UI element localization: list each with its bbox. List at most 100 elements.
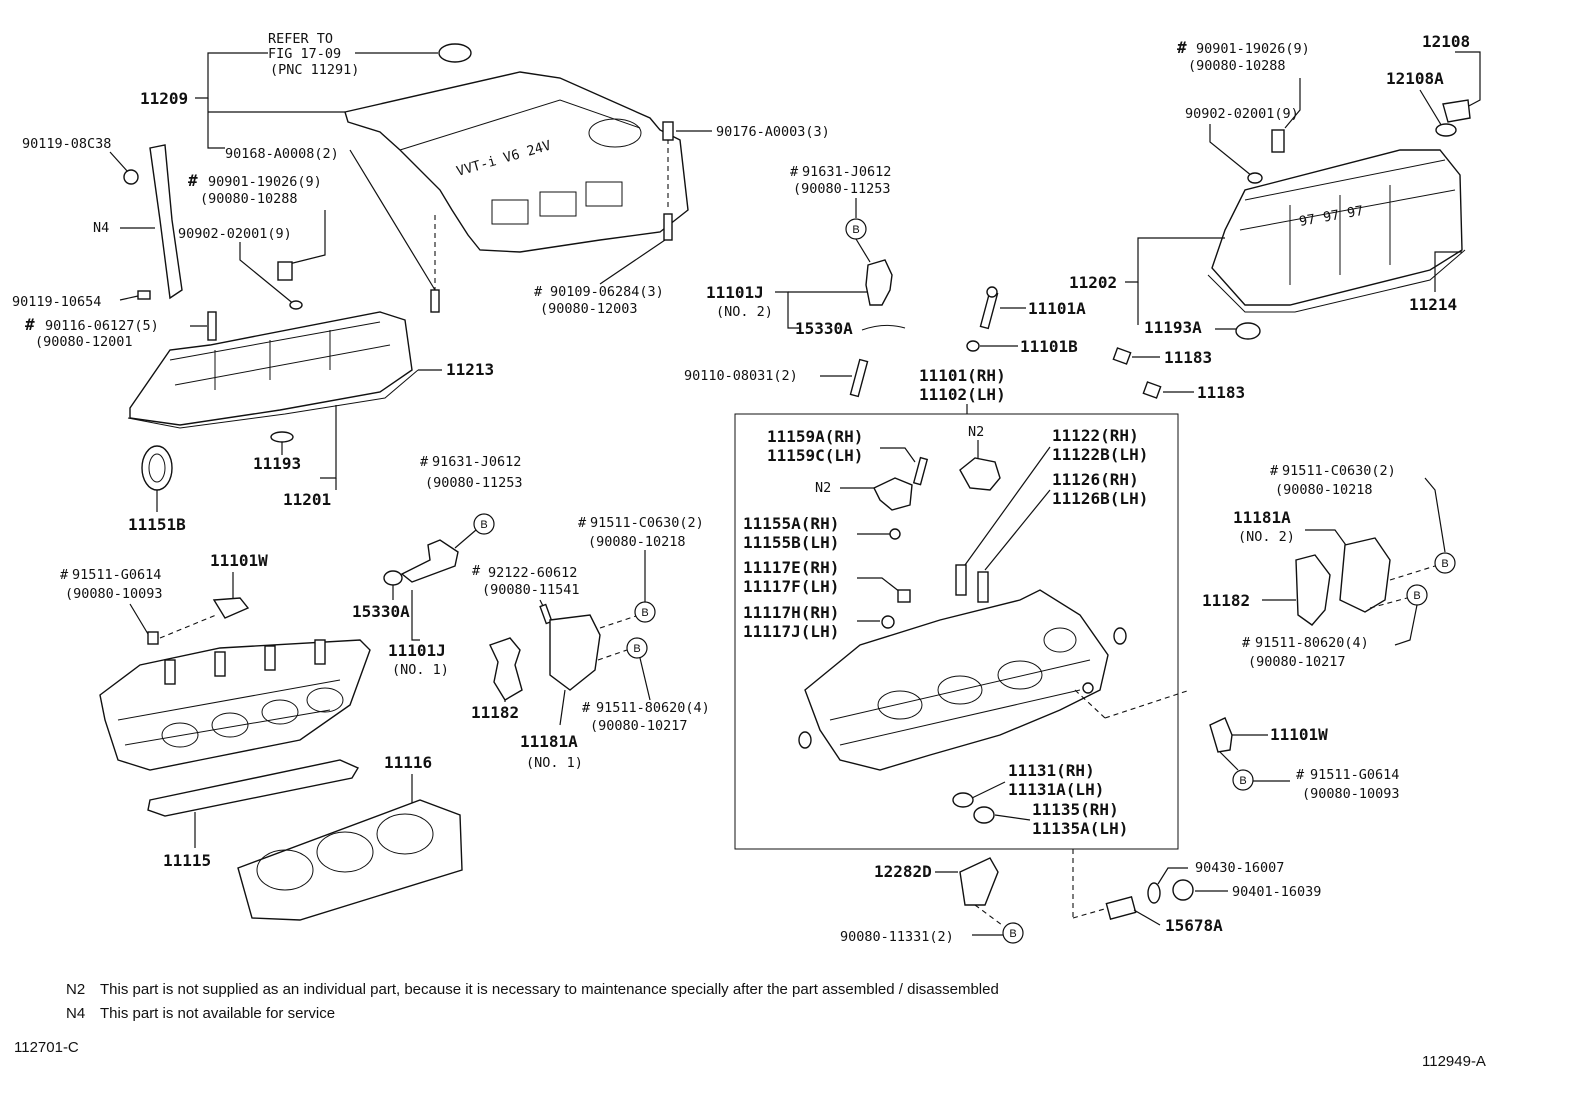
engine-cover-drawing (344, 71, 689, 253)
cover-stud-drawing (663, 213, 673, 241)
part-11181a2-no-label: (NO. 2) (1238, 529, 1295, 545)
part-11183b-label: 11183 (1197, 383, 1245, 402)
part-90080m-label: (90080-10093 (1302, 786, 1400, 802)
part-91511c1-hash: # (578, 515, 587, 531)
part-92122-hash: # (472, 563, 481, 579)
svg-text:B: B (633, 643, 640, 655)
part-11101rh-label: 11101(RH) (919, 366, 1006, 385)
part-11213-label: 11213 (446, 360, 494, 379)
bolt-15678a-drawing (1105, 896, 1137, 920)
right-bracket-group: # 91511-C0630(2) (90080-10218 B 11181A (… (1202, 463, 1456, 802)
cam-bolts-group: 11101A 11101B 11101(RH) 11102(LH) (919, 286, 1086, 404)
plug-11117e-drawing (897, 589, 911, 603)
callout-b-bracket1b: B (626, 637, 648, 659)
bracket-11181a1-drawing (549, 614, 601, 691)
part-91631a-hash: # (790, 164, 799, 180)
part-90901b-label: 90901-19026(9) (1196, 41, 1310, 57)
part-90080a-label: (90080-10288 (200, 191, 298, 207)
part-90080c-label: (90080-12003 (540, 301, 638, 317)
part-11122b-label: 11122B(LH) (1052, 445, 1148, 464)
right-cylinder-head-drawing (804, 589, 1109, 771)
n2-label-mid: N2 (815, 480, 831, 496)
bottom-parts-group: 12282D 90080-11331(2) B 15678A 90430-160… (840, 857, 1321, 945)
part-91511c2-label: 91511-C0630(2) (1282, 463, 1396, 479)
note-n2-code: N2 (66, 981, 85, 998)
cam-sensor-11101w2-drawing (1209, 717, 1233, 753)
right-valve-cover-drawing (1211, 149, 1463, 306)
cylinder-head-box-group: 11159A(RH) 11159C(LH) N2 N2 11155A(RH) 1… (734, 404, 1191, 919)
gasket-11193-drawing (270, 431, 294, 443)
pcv-valve-drawing-left (277, 261, 293, 281)
part-90116-label: 90116-06127(5) (45, 318, 159, 334)
part-11117e-label: 11117E(RH) (743, 558, 839, 577)
center-bracket-group: # 92122-60612 (90080-11541 11182 11181A … (471, 515, 710, 771)
part-15678a-label: 15678A (1165, 916, 1223, 935)
bolt-11101a-drawing (979, 290, 999, 330)
part-11117h-label: 11117H(RH) (743, 603, 839, 622)
part-11101j1-no-label: (NO. 1) (392, 662, 449, 678)
part-90168-label: 90168-A0008(2) (225, 146, 339, 162)
pcv-valve-drawing-right (1271, 129, 1285, 153)
part-11193a-label: 11193A (1144, 318, 1202, 337)
bracket-11182b-drawing (1295, 554, 1331, 626)
callout-b-ocv2: B (845, 218, 867, 240)
part-90080h-label: (90080-11541 (482, 582, 580, 598)
note-n2-text: This part is not supplied as an individu… (100, 981, 999, 998)
guide-11122-drawing (955, 564, 967, 596)
oil-filler-cap-drawing (1442, 99, 1471, 123)
part-15330a2-label: 15330A (795, 319, 853, 338)
part-90119a-label: 90119-08C38 (22, 136, 111, 152)
note-n4-text: This part is not available for service (100, 1005, 335, 1022)
part-11126b-label: 11126B(LH) (1052, 489, 1148, 508)
part-90401-label: 90401-16039 (1232, 884, 1321, 900)
n2-label-top: N2 (968, 424, 984, 440)
washer-11101b-drawing (966, 340, 980, 352)
part-90902a-label: 90902-02001(9) (178, 226, 292, 242)
part-90110-label: 90110-08031(2) (684, 368, 798, 384)
part-11202-label: 11202 (1069, 273, 1117, 292)
gasket-11115-drawing (147, 759, 360, 817)
part-11101j2-label: 11101J (706, 283, 764, 302)
part-91631b-hash: # (420, 454, 429, 470)
plug-11183a-drawing (1112, 347, 1132, 365)
gasket-90430-drawing (1147, 882, 1161, 904)
part-90119b-label: 90119-10654 (12, 294, 101, 310)
part-11131-label: 11131(RH) (1008, 761, 1095, 780)
part-91511g2-label: 91511-G0614 (1310, 767, 1399, 783)
svg-text:B: B (852, 224, 859, 236)
plug-11117h-drawing (881, 615, 895, 629)
oring-15330a2-drawing (861, 324, 906, 331)
part-11135a-label: 11135A(LH) (1032, 819, 1128, 838)
gasket-90902-drawing-left (289, 300, 303, 310)
nut-90119-drawing (123, 169, 139, 185)
engine-cover-group: REFER TO FIG 17-09 (PNC 11291) 11209 VVT… (140, 31, 830, 317)
part-91511g1-label: 91511-G0614 (72, 567, 161, 583)
part-90080i-label: (90080-10218 (588, 534, 686, 550)
part-11201-label: 11201 (283, 490, 331, 509)
bolt-11159-drawing (912, 456, 929, 486)
stud-90116-drawing (207, 311, 217, 341)
part-11182a-label: 11182 (471, 703, 519, 722)
left-cylinder-head-drawing (99, 639, 371, 771)
part-90080e-label: (90080-10288 (1188, 58, 1286, 74)
part-11101j1-label: 11101J (388, 641, 446, 660)
svg-text:B: B (1441, 558, 1448, 570)
part-90080d-label: (90080-11253 (793, 181, 891, 197)
bracket-11181a2-drawing (1339, 537, 1391, 613)
part-91511g1-hash: # (60, 567, 69, 583)
part-91511-80620a-hash: # (582, 700, 591, 716)
ocv-no2-drawing (865, 259, 893, 306)
plug-circle-right-drawing (1113, 627, 1127, 645)
part-11209-label: 11209 (140, 89, 188, 108)
part-90080n-label: 90080-11331(2) (840, 929, 954, 945)
part-11159c-label: 11159C(LH) (767, 446, 863, 465)
plate-12282d-drawing (959, 857, 999, 906)
part-11214-label: 11214 (1409, 295, 1457, 314)
part-11155a-label: 11155A(RH) (743, 514, 839, 533)
callout-b-bracket2b: B (1406, 584, 1428, 606)
part-11102lh-label: 11102(LH) (919, 385, 1006, 404)
left-valve-cover-group: 90119-08C38 N4 90119-10654 # 90901-19026… (12, 136, 494, 534)
bolt-90119-drawing (137, 290, 151, 300)
part-11115-label: 11115 (163, 851, 211, 870)
part-11193-label: 11193 (253, 454, 301, 473)
